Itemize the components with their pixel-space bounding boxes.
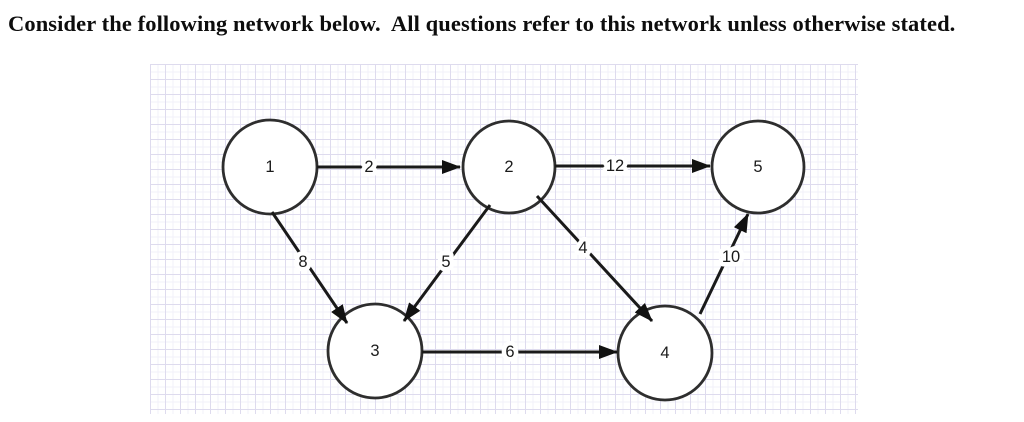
node-label-5: 5 xyxy=(753,158,762,176)
node-5 xyxy=(710,119,806,215)
edge-weight-1-2: 2 xyxy=(364,158,373,176)
edge-weight-2-4: 4 xyxy=(578,239,587,257)
edge-weight-1-3: 8 xyxy=(298,253,307,271)
edge-weight-2-3: 5 xyxy=(441,253,450,271)
edge-4-to-5 xyxy=(698,213,750,315)
node-label-1: 1 xyxy=(265,158,274,176)
node-label-2: 2 xyxy=(504,158,513,176)
edge-weight-4-5: 10 xyxy=(722,248,740,266)
edge-weight-3-4: 6 xyxy=(505,343,514,361)
node-4 xyxy=(616,304,714,402)
question-text: Consider the following network below. Al… xyxy=(8,11,956,36)
node-label-4: 4 xyxy=(660,344,669,362)
edge-weight-2-5: 12 xyxy=(606,157,624,175)
node-label-3: 3 xyxy=(370,342,379,360)
edge-1-to-3 xyxy=(270,211,349,324)
edge-2-to-4 xyxy=(535,194,654,323)
edge-2-to-3 xyxy=(402,204,492,322)
